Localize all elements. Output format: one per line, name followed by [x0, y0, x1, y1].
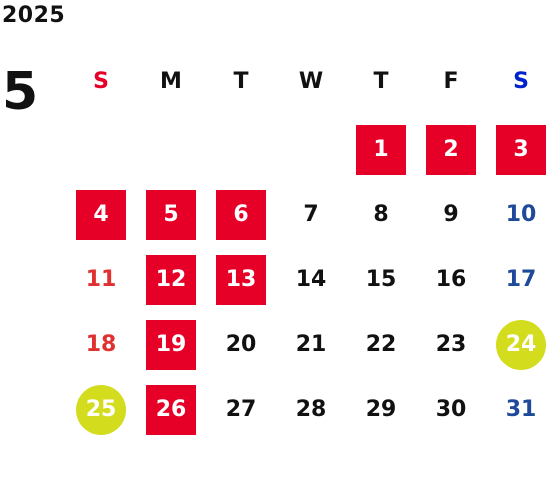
- day-cell[interactable]: 17: [505, 267, 537, 292]
- month-label: 5: [2, 62, 39, 122]
- day-cell[interactable]: 2: [426, 125, 476, 175]
- weekday-saturday: S: [513, 69, 529, 94]
- weekday-wednesday: W: [298, 69, 324, 94]
- day-cell[interactable]: 9: [443, 202, 459, 227]
- day-cell[interactable]: 5: [146, 190, 196, 240]
- day-cell[interactable]: 13: [216, 255, 266, 305]
- day-cell[interactable]: 12: [146, 255, 196, 305]
- day-cell[interactable]: 31: [505, 397, 537, 422]
- weekday-monday: M: [160, 69, 182, 94]
- day-cell[interactable]: 6: [216, 190, 266, 240]
- day-cell[interactable]: 7: [303, 202, 319, 227]
- year-label: 2025: [2, 3, 66, 28]
- weekday-sunday: S: [93, 69, 109, 94]
- day-cell[interactable]: 11: [85, 267, 117, 292]
- day-cell[interactable]: 29: [365, 397, 397, 422]
- weekday-thursday: T: [373, 69, 389, 94]
- day-cell[interactable]: 15: [365, 267, 397, 292]
- day-cell[interactable]: 10: [505, 202, 537, 227]
- day-cell[interactable]: 1: [356, 125, 406, 175]
- weekday-tuesday: T: [233, 69, 249, 94]
- day-cell[interactable]: 16: [435, 267, 467, 292]
- weekday-friday: F: [443, 69, 459, 94]
- day-cell[interactable]: 20: [225, 332, 257, 357]
- day-cell[interactable]: 24: [496, 320, 546, 370]
- day-cell[interactable]: 30: [435, 397, 467, 422]
- weekday-header: S M T W T F S: [66, 62, 548, 102]
- day-cell[interactable]: 25: [76, 385, 126, 435]
- day-cell[interactable]: 4: [76, 190, 126, 240]
- day-cell[interactable]: 22: [365, 332, 397, 357]
- day-cell[interactable]: 8: [373, 202, 389, 227]
- day-cell[interactable]: 28: [295, 397, 327, 422]
- day-cell[interactable]: 18: [85, 332, 117, 357]
- day-cell[interactable]: 3: [496, 125, 546, 175]
- day-cell[interactable]: 27: [225, 397, 257, 422]
- day-cell[interactable]: 23: [435, 332, 467, 357]
- day-cell[interactable]: 14: [295, 267, 327, 292]
- day-cell[interactable]: 19: [146, 320, 196, 370]
- day-cell[interactable]: 21: [295, 332, 327, 357]
- day-cell[interactable]: 26: [146, 385, 196, 435]
